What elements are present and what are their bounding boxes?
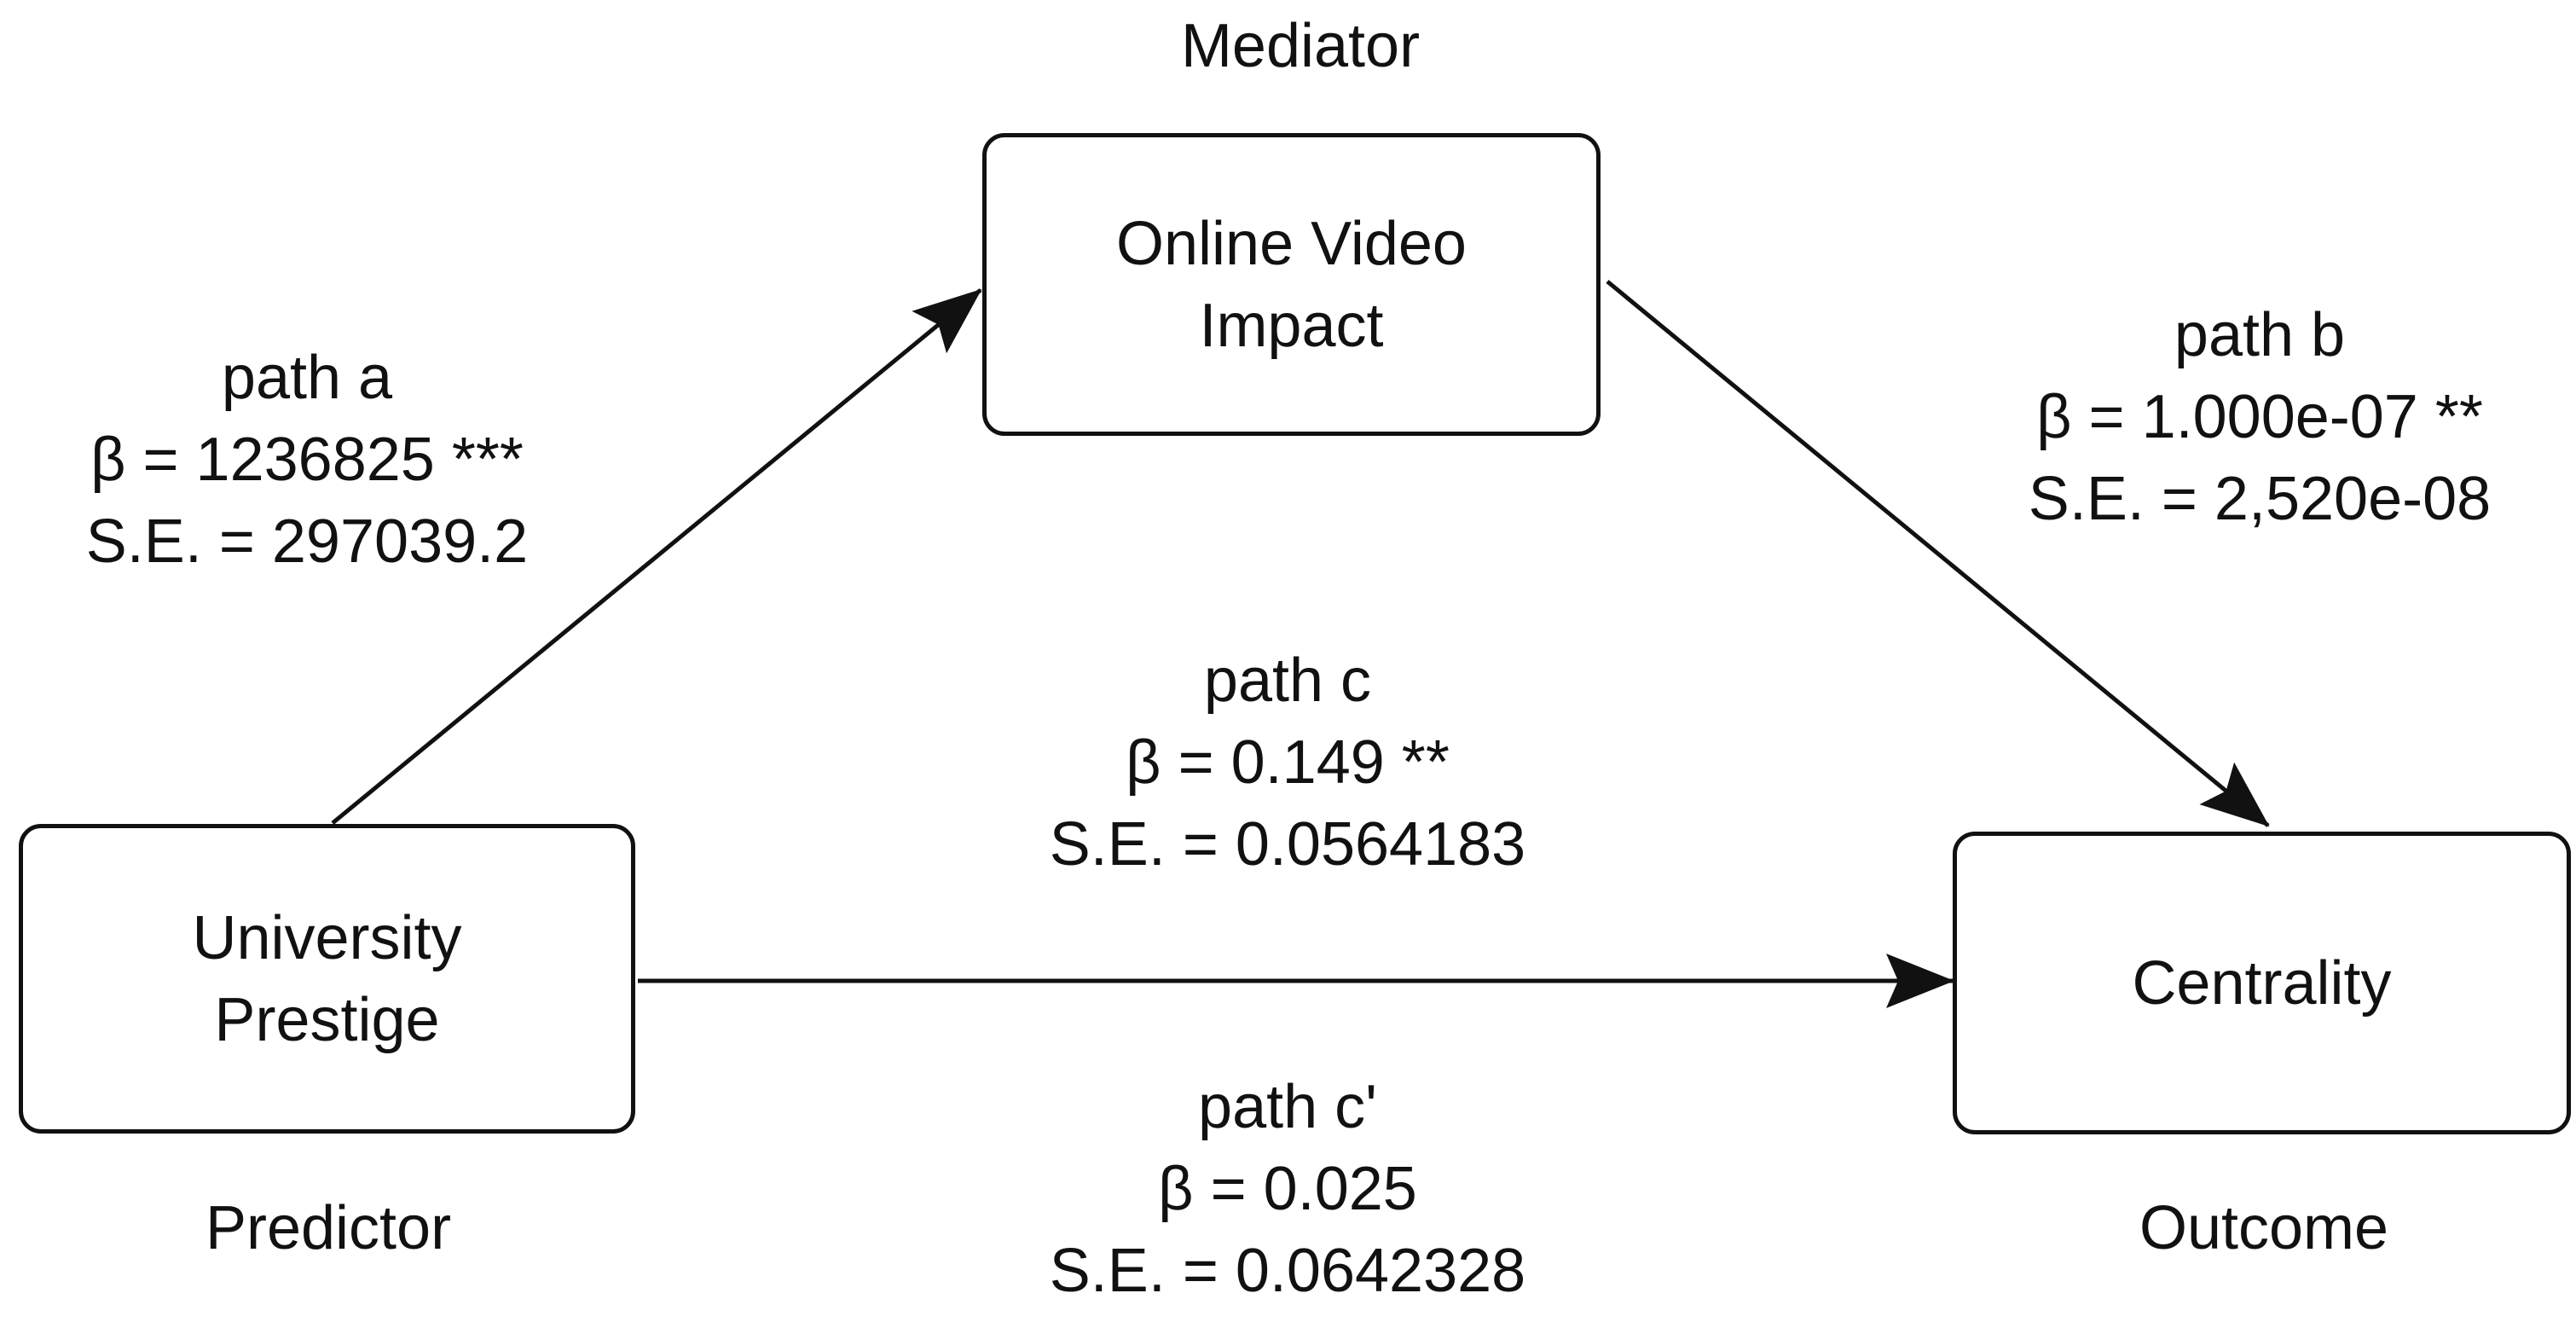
outcome-role-label: Outcome	[2139, 1194, 2389, 1262]
mediator-node-box: Online Video Impact	[982, 133, 1601, 436]
predictor-node-line-2: Prestige	[214, 985, 440, 1054]
predictor-node-box: University Prestige	[19, 824, 635, 1134]
path-c-se: S.E. = 0.0564183	[1049, 810, 1526, 879]
path-a-annotation: path a β = 1236825 *** S.E. = 297039.2	[34, 337, 580, 583]
mediator-node-line-1: Online Video	[1116, 209, 1467, 278]
path-c-prime-label: path c'	[1198, 1073, 1377, 1141]
path-b-beta: β = 1.000e-07 **	[2036, 383, 2483, 451]
path-a-arrow	[331, 288, 982, 825]
outcome-node-box: Centrality	[1953, 832, 2571, 1134]
predictor-node-line-1: University	[192, 903, 462, 972]
path-a-se: S.E. = 297039.2	[85, 507, 529, 576]
path-a-label: path a	[221, 344, 393, 412]
path-c-label: path c	[1203, 647, 1372, 715]
mediator-node-line-2: Impact	[1199, 291, 1384, 360]
outcome-node-line-1: Centrality	[2132, 948, 2392, 1018]
path-b-arrow	[1606, 280, 2270, 827]
path-c-annotation: path c β = 0.149 ** S.E. = 0.0564183	[981, 640, 1595, 885]
path-c-prime-annotation: path c' β = 0.025 S.E. = 0.0642328	[981, 1066, 1595, 1312]
path-a-beta: β = 1236825 ***	[90, 426, 524, 494]
path-c-beta: β = 0.149 **	[1126, 728, 1450, 797]
path-b-label: path b	[2174, 301, 2346, 369]
path-c-prime-beta: β = 0.025	[1158, 1155, 1417, 1223]
path-b-se: S.E. = 2,520e-08	[2028, 465, 2492, 533]
predictor-role-label: Predictor	[205, 1194, 452, 1262]
path-c-prime-se: S.E. = 0.0642328	[1049, 1237, 1526, 1305]
path-b-annotation: path b β = 1.000e-07 ** S.E. = 2,520e-08	[1961, 294, 2558, 540]
mediator-role-label: Mediator	[1180, 12, 1421, 80]
